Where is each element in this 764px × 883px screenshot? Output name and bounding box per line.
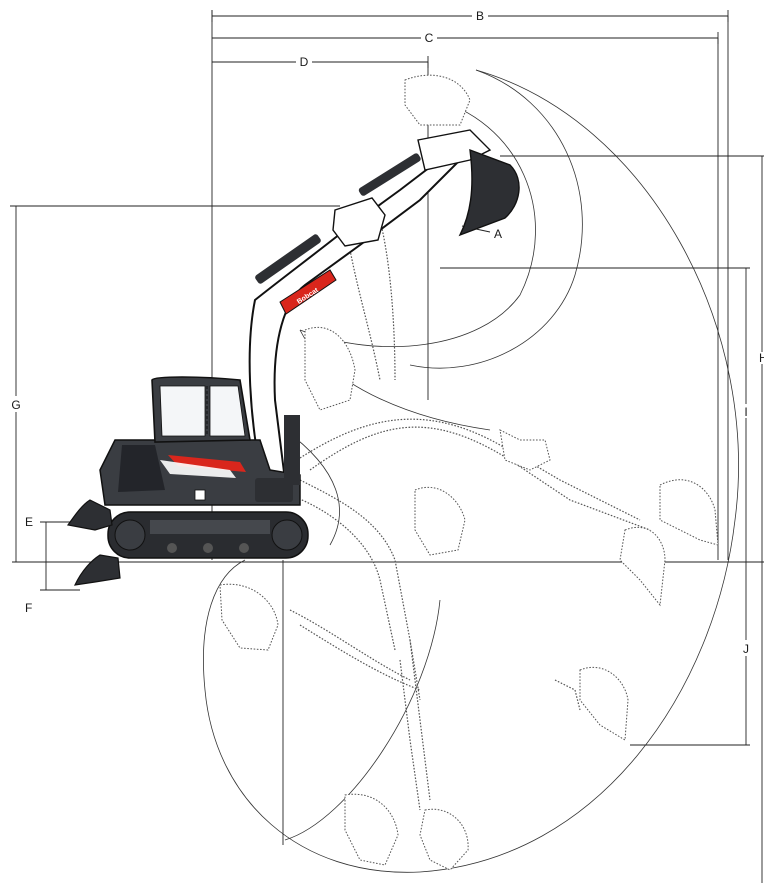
excavator: Bobcat [66,129,520,586]
label-h: H [759,351,764,365]
cab [151,376,251,443]
ghost-bucket-right-low [619,526,666,607]
label-d: D [300,55,309,69]
label-c: C [425,31,434,45]
ghost-bucket-curled [304,326,356,411]
ghost-bucket-deep-right [419,808,469,871]
label-j: J [743,642,749,656]
reach-envelope [203,69,739,873]
ghost-bucket-mid [414,486,466,556]
label-g: G [11,398,20,412]
label-i: I [744,405,747,419]
ghost-bucket-top [404,74,471,126]
ghost-bucket-right-high [659,479,719,546]
dozer-blade-raised [66,499,113,531]
dimension-labels: B C D A G E F J H I [8,7,764,656]
upper-structure [99,376,301,506]
ghost-arm-positions [219,74,719,871]
ghost-bucket-deep-left [344,793,399,866]
boom: Bobcat [248,129,492,481]
bucket [458,148,520,237]
track-undercarriage [107,511,309,559]
label-e: E [25,515,33,529]
ghost-bucket-lower-right [579,666,629,741]
label-b: B [476,9,484,23]
dozer-blade-lowered [73,554,121,586]
label-f: F [25,601,32,615]
label-a: A [494,227,502,241]
ghost-bucket-lower-left [219,583,279,651]
